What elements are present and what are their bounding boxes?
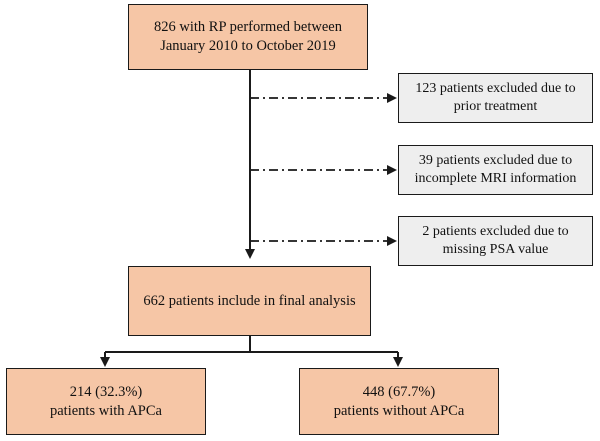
group-without-apca-label: patients without APCa: [333, 402, 465, 419]
group-with-apca-label: patients with APCa: [50, 402, 162, 419]
start-box-line1: 826 with RP performed between: [154, 19, 342, 35]
exclusion-box-1-line1: 123 patients excluded due to: [415, 80, 576, 96]
exclusion-box-2-line2: incomplete MRI information: [414, 171, 577, 186]
group-box-with-apca: 214 (32.3%) patients with APCa: [6, 368, 206, 435]
group-box-without-apca: 448 (67.7%) patients without APCa: [299, 368, 499, 435]
final-analysis-label: 662 patients include in final analysis: [143, 292, 356, 309]
exclusion-box-2-line1: 39 patients excluded due to: [418, 152, 573, 168]
exclusion-box-2: 39 patients excluded due to incomplete M…: [398, 145, 593, 195]
group-with-apca-count: 214 (32.3%): [69, 383, 143, 400]
group-without-apca-count: 448 (67.7%): [362, 383, 436, 400]
exclusion-box-3-line2: missing PSA value: [442, 242, 549, 257]
exclusion-box-3: 2 patients excluded due to missing PSA v…: [398, 216, 593, 266]
exclusion-box-1-line2: prior treatment: [453, 99, 538, 114]
final-analysis-box: 662 patients include in final analysis: [128, 266, 371, 336]
exclusion-box-1: 123 patients excluded due to prior treat…: [398, 73, 593, 123]
exclusion-box-3-line1: 2 patients excluded due to: [422, 223, 569, 239]
start-box: 826 with RP performed between January 20…: [128, 4, 368, 70]
start-box-line2: January 2010 to October 2019: [160, 38, 336, 54]
